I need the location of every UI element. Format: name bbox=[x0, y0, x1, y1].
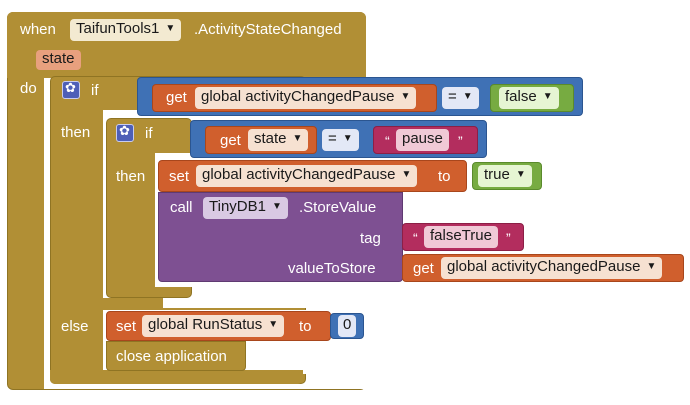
outer-if-label: if bbox=[91, 82, 99, 99]
outer-if-footer bbox=[50, 370, 303, 384]
event-name-label: .ActivityStateChanged bbox=[194, 21, 342, 38]
component-label: TaifunTools1 bbox=[76, 20, 160, 37]
tinydb-dropdown[interactable]: TinyDB1▼ bbox=[203, 197, 288, 219]
set-label: set bbox=[169, 168, 190, 185]
inner-get-variable-dropdown[interactable]: state▼ bbox=[248, 129, 309, 151]
chevron-down-icon: ▼ bbox=[165, 23, 176, 35]
param-state[interactable]: state bbox=[36, 50, 81, 70]
outer-get-variable-dropdown[interactable]: global activityChangedPause▼ bbox=[195, 87, 417, 109]
component-dropdown[interactable]: TaifunTools1 ▼ bbox=[70, 19, 182, 41]
tag-text-field[interactable]: falseTrue bbox=[424, 226, 498, 248]
value-to-store-label: valueToStore bbox=[288, 260, 376, 277]
outer-else-label: else bbox=[61, 318, 89, 335]
true-dropdown[interactable]: true▼ bbox=[478, 165, 532, 187]
pause-text-field[interactable]: pause bbox=[396, 129, 449, 151]
quote-close: ” bbox=[458, 133, 463, 149]
set-variable-dropdown[interactable]: global activityChangedPause▼ bbox=[196, 165, 418, 187]
event-do-label: do bbox=[20, 80, 37, 97]
set-label: set bbox=[116, 318, 137, 335]
call-label: call bbox=[170, 199, 193, 216]
outer-get-label: get bbox=[166, 89, 187, 106]
close-application-label: close application bbox=[116, 348, 227, 365]
mutator-gear-icon[interactable] bbox=[62, 80, 80, 99]
runstatus-dropdown[interactable]: global RunStatus▼ bbox=[142, 315, 285, 337]
chevron-down-icon: ▼ bbox=[462, 91, 473, 103]
set-to-label: to bbox=[438, 168, 451, 185]
inner-then-label: then bbox=[116, 168, 146, 185]
chevron-down-icon: ▼ bbox=[542, 91, 553, 103]
inner-op-dropdown[interactable]: =▼ bbox=[322, 129, 359, 151]
quote-close: ” bbox=[506, 230, 511, 246]
inner-get-label: get bbox=[220, 132, 241, 149]
tag-label: tag bbox=[360, 230, 381, 247]
event-when-label: when bbox=[20, 21, 56, 38]
outer-then-label: then bbox=[61, 124, 91, 141]
set-to-label: to bbox=[299, 318, 312, 335]
value-get-variable-dropdown[interactable]: global activityChangedPause▼ bbox=[441, 257, 663, 279]
chevron-down-icon: ▼ bbox=[292, 133, 303, 145]
quote-open: “ bbox=[385, 133, 390, 149]
outer-op-dropdown[interactable]: =▼ bbox=[442, 87, 479, 109]
value-get-label: get bbox=[413, 260, 434, 277]
close-application-block[interactable] bbox=[106, 341, 246, 371]
chevron-down-icon: ▼ bbox=[646, 261, 657, 273]
chevron-down-icon: ▼ bbox=[342, 133, 353, 145]
chevron-down-icon: ▼ bbox=[401, 169, 412, 181]
chevron-down-icon: ▼ bbox=[271, 201, 282, 213]
mutator-gear-icon[interactable] bbox=[116, 123, 134, 142]
chevron-down-icon: ▼ bbox=[268, 319, 279, 331]
storevalue-label: .StoreValue bbox=[299, 199, 377, 216]
number-field[interactable]: 0 bbox=[338, 315, 357, 337]
false-dropdown[interactable]: false▼ bbox=[499, 87, 559, 109]
chevron-down-icon: ▼ bbox=[515, 169, 526, 181]
outer-then-else-bar bbox=[103, 298, 163, 310]
quote-open: “ bbox=[413, 230, 418, 246]
chevron-down-icon: ▼ bbox=[400, 91, 411, 103]
inner-if-label: if bbox=[145, 125, 153, 142]
